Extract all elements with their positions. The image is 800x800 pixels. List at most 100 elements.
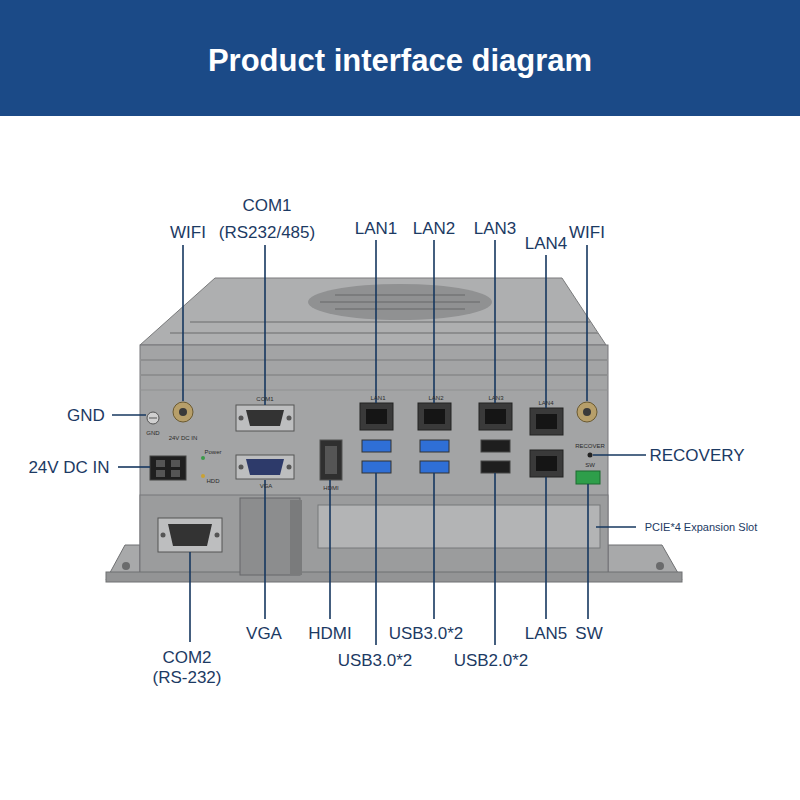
silkscreen-text: LAN4 — [538, 400, 553, 406]
lan-port — [479, 403, 512, 430]
heat-fin — [170, 332, 598, 334]
silkscreen-text: HDMI — [323, 485, 338, 491]
callout-label: LAN4 — [525, 235, 568, 252]
callout-label: GND — [67, 407, 105, 424]
leader-line — [189, 552, 191, 642]
callout-label: LAN1 — [355, 220, 398, 237]
usb-port — [420, 440, 449, 452]
lan-port — [418, 403, 451, 430]
leader-line — [494, 240, 496, 403]
silkscreen-text: HDD — [207, 478, 220, 484]
hdd-led — [201, 474, 205, 478]
switch-connector — [576, 471, 600, 484]
grille-slot — [335, 308, 465, 310]
usb-port — [420, 461, 449, 473]
dc-pin — [156, 470, 165, 477]
silkscreen-text: SW — [585, 462, 595, 468]
heat-fin — [140, 374, 608, 376]
power-led — [201, 456, 205, 460]
callout-label: USB2.0*2 — [454, 652, 529, 669]
mount-hole — [656, 562, 664, 570]
silkscreen-text: VGA — [260, 483, 273, 489]
leader-line — [586, 245, 588, 401]
lan-opening — [485, 409, 506, 424]
silkscreen-text: LAN1 — [370, 395, 385, 401]
callout-label: LAN2 — [413, 220, 456, 237]
callout-label: SW — [575, 625, 602, 642]
page-title: Product interface diagram — [208, 45, 592, 76]
leader-line — [112, 414, 146, 416]
silkscreen-text: LAN3 — [488, 395, 503, 401]
pcie-slot-cover — [318, 505, 600, 548]
wifi-pin — [583, 408, 591, 416]
callout-label: PCIE*4 Expansion Slot — [645, 522, 758, 533]
heat-fin — [190, 321, 590, 323]
leader-line — [587, 484, 589, 619]
grille-slot — [320, 301, 480, 303]
callout-label: LAN5 — [525, 625, 568, 642]
dsub-shell — [168, 524, 212, 546]
leader-line — [596, 526, 636, 528]
callout-label: COM1 — [242, 197, 291, 214]
base-plate — [106, 572, 682, 582]
usb-port — [362, 461, 391, 473]
dsub-screw — [239, 416, 244, 421]
silkscreen-text: Power — [204, 449, 221, 455]
leader-line — [182, 245, 184, 401]
lower-panel — [140, 495, 608, 580]
callout-label: COM2 — [162, 649, 211, 666]
leader-line — [264, 480, 266, 619]
dsub-screw — [215, 533, 220, 538]
screw-slot — [149, 418, 157, 419]
lan-opening — [536, 414, 557, 429]
silkscreen-text: GND — [146, 430, 159, 436]
chassis-top — [140, 278, 606, 345]
lan-port — [360, 403, 393, 430]
hdmi-port — [320, 440, 342, 480]
silkscreen-text: 24V DC IN — [169, 435, 198, 441]
usb-port — [481, 440, 510, 452]
recovery-hole — [588, 453, 593, 458]
heat-fin — [140, 359, 608, 361]
fan-grille — [308, 284, 492, 320]
leader-line — [593, 454, 646, 456]
lan-opening — [366, 409, 387, 424]
lan-port — [530, 408, 563, 435]
callout-label: 24V DC IN — [28, 459, 109, 476]
com-port — [236, 405, 294, 431]
chassis-front — [140, 345, 608, 580]
callout-label: LAN3 — [474, 220, 517, 237]
dsub-shell — [246, 410, 284, 426]
hdmi-opening — [325, 446, 337, 474]
leader-line — [264, 245, 266, 405]
lan-port — [530, 450, 563, 477]
gnd-screw — [147, 412, 159, 424]
dsub-screw — [161, 533, 166, 538]
leader-line — [494, 473, 496, 645]
callout-label: RECOVERY — [649, 447, 744, 464]
heat-fin — [140, 390, 608, 391]
callout-label: VGA — [246, 625, 282, 642]
com-port — [158, 518, 222, 552]
dsub-shell — [246, 459, 284, 475]
callout-label: HDMI — [308, 625, 351, 642]
leader-line — [329, 480, 331, 619]
wifi-pin — [179, 408, 187, 416]
dc-pin — [171, 470, 180, 477]
dsub-screw — [287, 465, 292, 470]
leader-line — [375, 240, 377, 403]
dc-pin — [156, 460, 165, 467]
dc-pin — [171, 460, 180, 467]
vga-port — [236, 455, 294, 479]
usb-port — [481, 461, 510, 473]
lan-opening — [536, 456, 557, 471]
leader-line — [545, 255, 547, 408]
usb-port — [362, 440, 391, 452]
silkscreen-text: COM1 — [256, 396, 273, 402]
callout-label: WIFI — [170, 224, 206, 241]
silkscreen-text: LAN2 — [428, 395, 443, 401]
dsub-screw — [239, 465, 244, 470]
bracket-edge — [290, 500, 302, 575]
